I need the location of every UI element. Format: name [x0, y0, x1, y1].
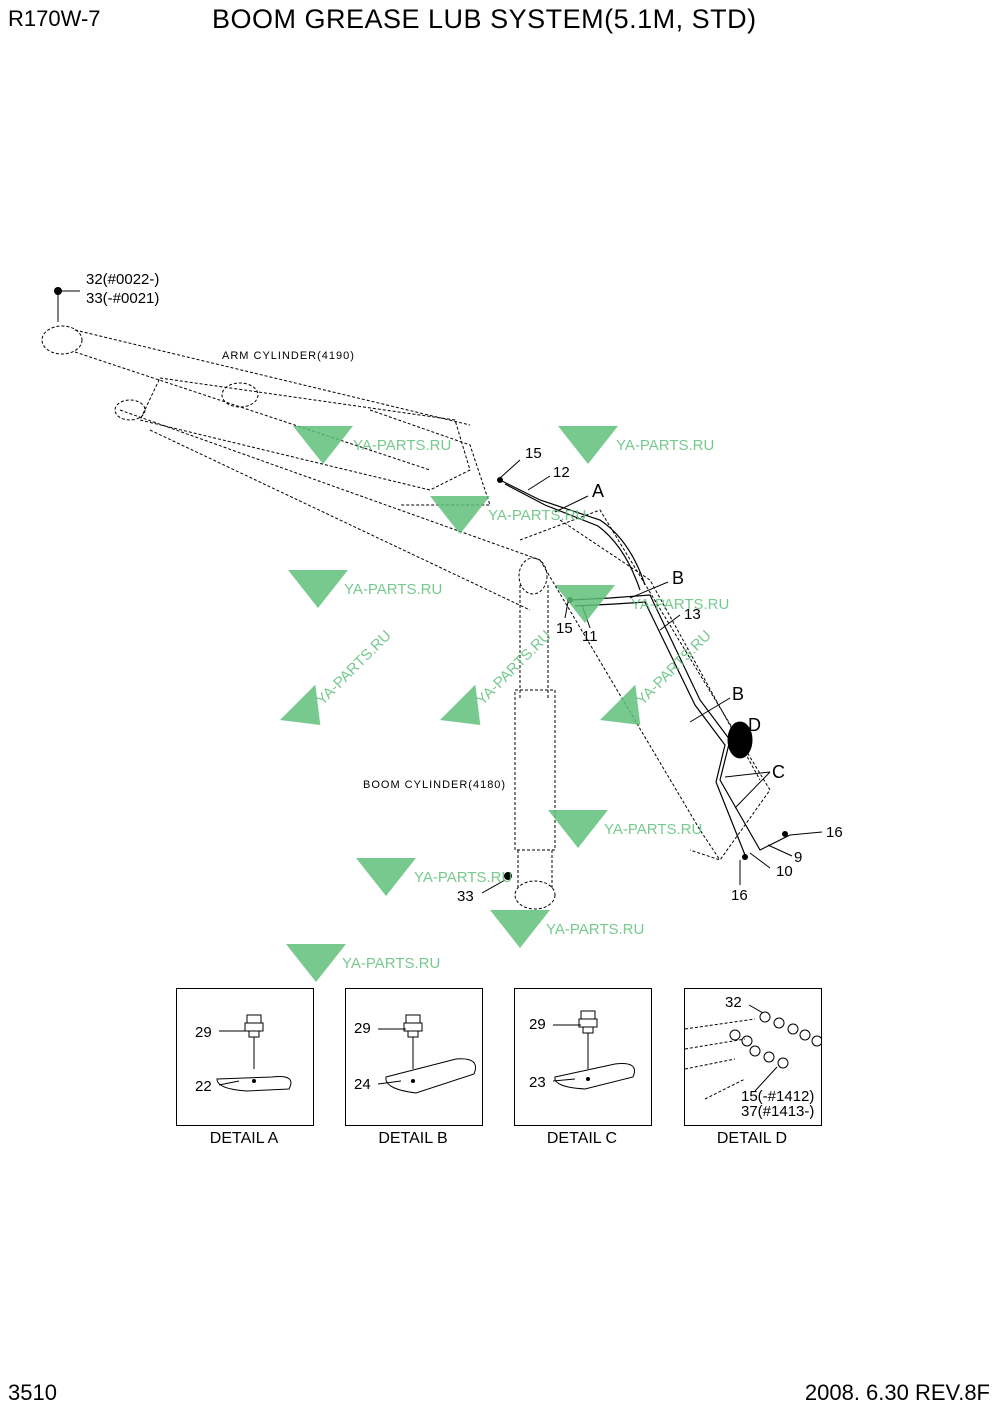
arm-cylinder-label: ARM CYLINDER(4190)	[222, 350, 355, 362]
watermark-text: YA-PARTS.RU	[414, 869, 512, 886]
detail-d-note-1: 15(-#1412)	[741, 1088, 814, 1105]
detail-b-caption: DETAIL B	[378, 1130, 448, 1147]
grease-block-icon: 32 15(-#1412) 37(#1413-)	[684, 994, 823, 1120]
detail-a-part-bottom: 22	[195, 1078, 212, 1095]
watermark-text: YA-PARTS.RU	[488, 507, 586, 524]
detail-a-panel: 29 22	[176, 988, 314, 1126]
detail-a-part-top: 29	[195, 1024, 212, 1041]
watermark-text: YA-PARTS.RU	[631, 596, 729, 613]
watermark-logo-icon	[288, 570, 348, 608]
model-number: R170W-7	[8, 6, 101, 31]
callout-11: 11	[582, 628, 598, 645]
leader-lines	[57, 290, 823, 894]
callout-a: A	[592, 481, 604, 501]
detail-d-caption: DETAIL D	[716, 1130, 788, 1147]
callout-33-bottom: 33	[457, 888, 474, 905]
detail-b-part-top: 29	[354, 1020, 371, 1037]
detail-b-part-bottom: 24	[354, 1076, 371, 1093]
callout-15-a: 15	[525, 445, 542, 462]
watermark-text: YA-PARTS.RU	[633, 627, 715, 709]
bolt-clamp-icon: 29 24	[354, 1014, 476, 1094]
watermark-logo-icon	[600, 684, 641, 725]
watermark-text: YA-PARTS.RU	[313, 627, 395, 709]
arm-outline	[41, 325, 541, 611]
watermark-text: YA-PARTS.RU	[616, 437, 714, 454]
watermark-logo-icon	[490, 910, 550, 948]
detail-c-panel: 29 23	[514, 988, 652, 1126]
detail-d-part-top: 32	[725, 994, 742, 1011]
callouts: 32(#0022-) 33(-#0021) ARM CYLINDER(4190)…	[86, 271, 843, 905]
watermark-text: YA-PARTS.RU	[546, 921, 644, 938]
watermark-logo-icon	[430, 496, 490, 534]
watermark-logo-icon	[548, 810, 608, 848]
watermark-logo-icon	[440, 684, 481, 725]
detail-a-caption: DETAIL A	[209, 1130, 279, 1147]
bolt-clamp-icon: 29 22	[195, 1014, 292, 1095]
callout-32-top: 32(#0022-)	[86, 271, 159, 288]
watermark-logo-icon	[280, 684, 321, 725]
detail-d-note-2: 37(#1413-)	[741, 1103, 814, 1120]
page-number: 3510	[8, 1380, 57, 1405]
boom-cylinder	[514, 557, 556, 910]
callout-b-1: B	[672, 568, 684, 588]
detail-d-panel: 32 15(-#1412) 37(#1413-)	[684, 988, 823, 1126]
callout-15-b: 15	[556, 620, 573, 637]
callout-9: 9	[794, 849, 802, 866]
watermark-logo-icon	[558, 426, 618, 464]
watermark-text: YA-PARTS.RU	[604, 821, 702, 838]
boom-outline	[519, 509, 771, 861]
watermark-text: YA-PARTS.RU	[473, 627, 555, 709]
callout-13: 13	[684, 606, 701, 623]
callout-b-2: B	[732, 684, 744, 704]
bolt-clamp-icon: 29 23	[529, 1010, 635, 1091]
watermark-logo-icon	[555, 585, 615, 623]
detail-b-panel: 29 24	[345, 988, 483, 1126]
page-title: BOOM GREASE LUB SYSTEM(5.1M, STD)	[212, 4, 757, 34]
callout-c: C	[772, 762, 785, 782]
callout-10: 10	[776, 863, 793, 880]
callout-16-b: 16	[731, 887, 748, 904]
detail-c-part-top: 29	[529, 1016, 546, 1033]
watermark-text: YA-PARTS.RU	[353, 437, 451, 454]
revision-date: 2008. 6.30 REV.8F	[804, 1380, 990, 1405]
watermark-text: YA-PARTS.RU	[344, 581, 442, 598]
detail-c-caption: DETAIL C	[546, 1130, 618, 1147]
watermark-logo-icon	[293, 426, 353, 464]
detail-c-part-bottom: 23	[529, 1074, 546, 1091]
watermark-text: YA-PARTS.RU	[342, 955, 440, 972]
callout-12: 12	[553, 464, 570, 481]
callout-16-a: 16	[826, 824, 843, 841]
boom-cylinder-label: BOOM CYLINDER(4180)	[363, 779, 506, 791]
callout-33-top: 33(-#0021)	[86, 290, 159, 307]
watermarks: YA-PARTS.RU YA-PARTS.RU YA-PARTS.RU YA-P…	[280, 426, 729, 982]
watermark-logo-icon	[286, 944, 346, 982]
grease-lines	[499, 479, 791, 856]
callout-d: D	[748, 715, 761, 735]
watermark-logo-icon	[356, 858, 416, 896]
